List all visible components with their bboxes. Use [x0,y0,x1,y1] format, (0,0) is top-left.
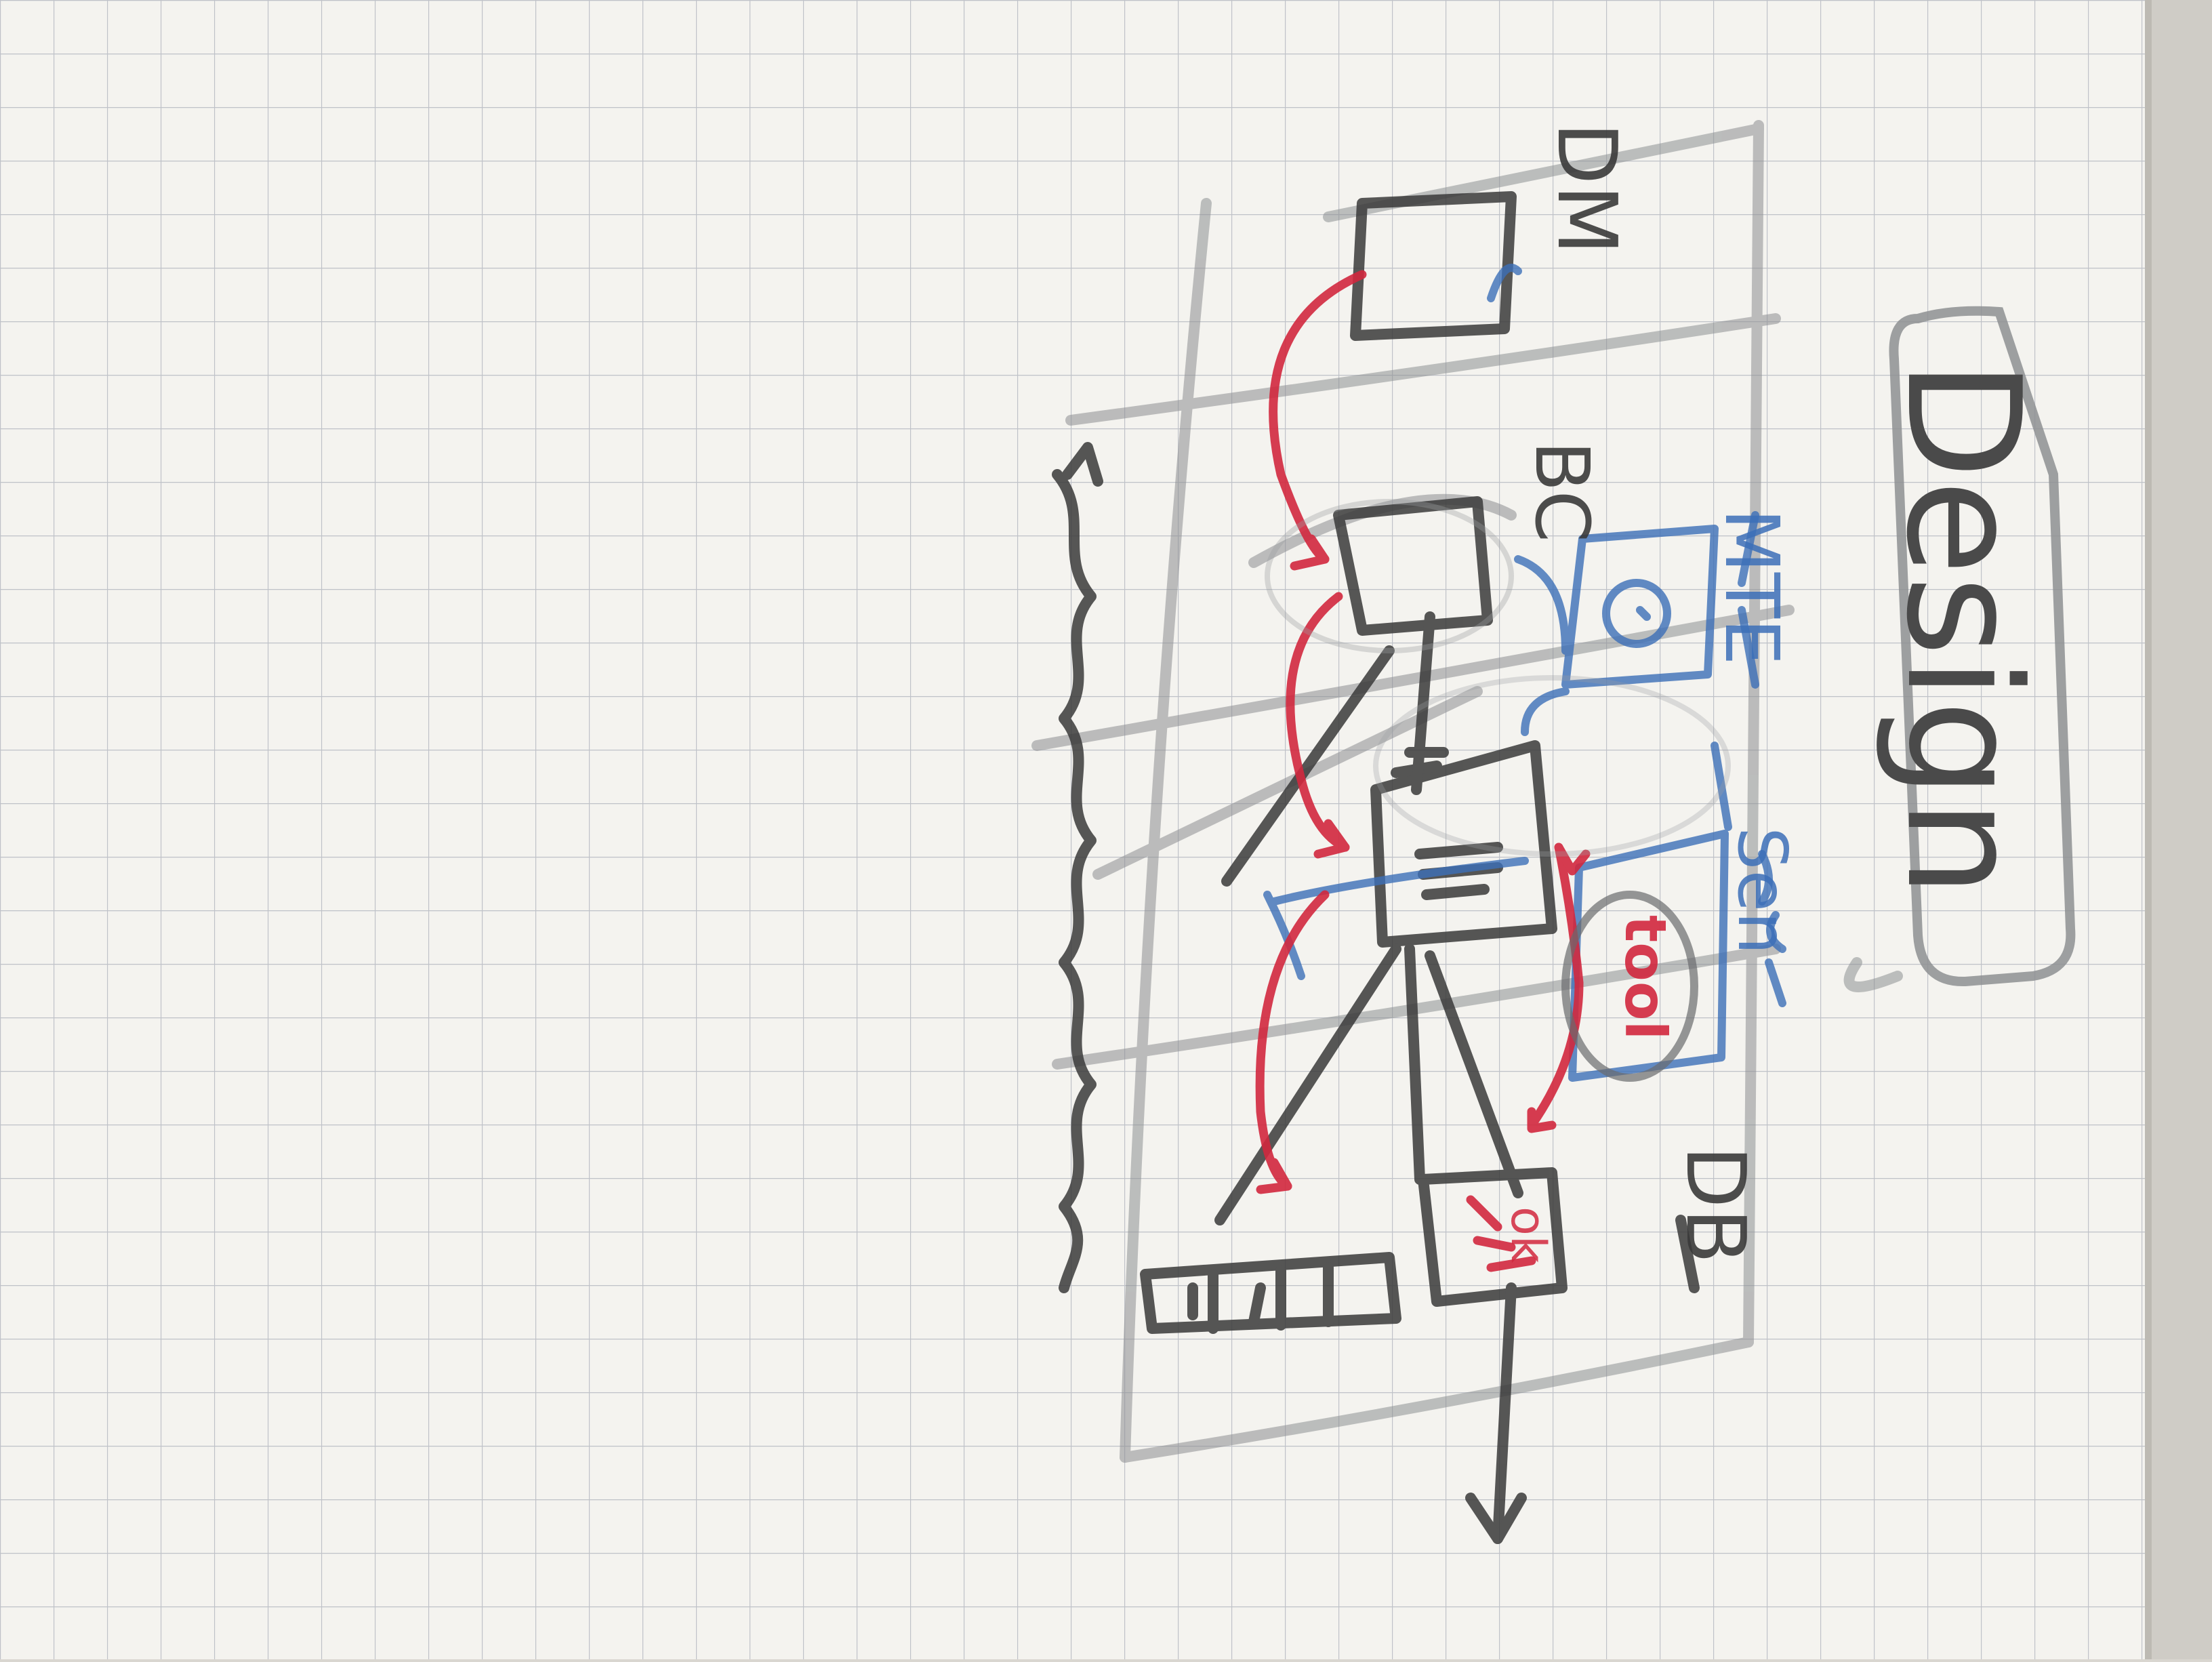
label-bc: BC [1519,441,1605,543]
label-mte: MTE [1708,508,1795,666]
faint-circle [1265,499,1514,653]
label-db: DB [1668,1146,1762,1264]
tool-circle [1561,891,1698,1082]
red-marker-strokes [1255,270,1591,1272]
label-sen: Sen [1723,827,1802,955]
paper-grid [0,0,2148,1659]
label-dm: DM [1539,122,1633,255]
paper-edge [2148,0,2212,1659]
label-tool: tool [1612,915,1679,1040]
design-title: Design [1872,359,2053,898]
label-ok: ok [1500,1207,1556,1263]
design-bubble [1889,306,2076,987]
faint-circle [1373,675,1731,857]
